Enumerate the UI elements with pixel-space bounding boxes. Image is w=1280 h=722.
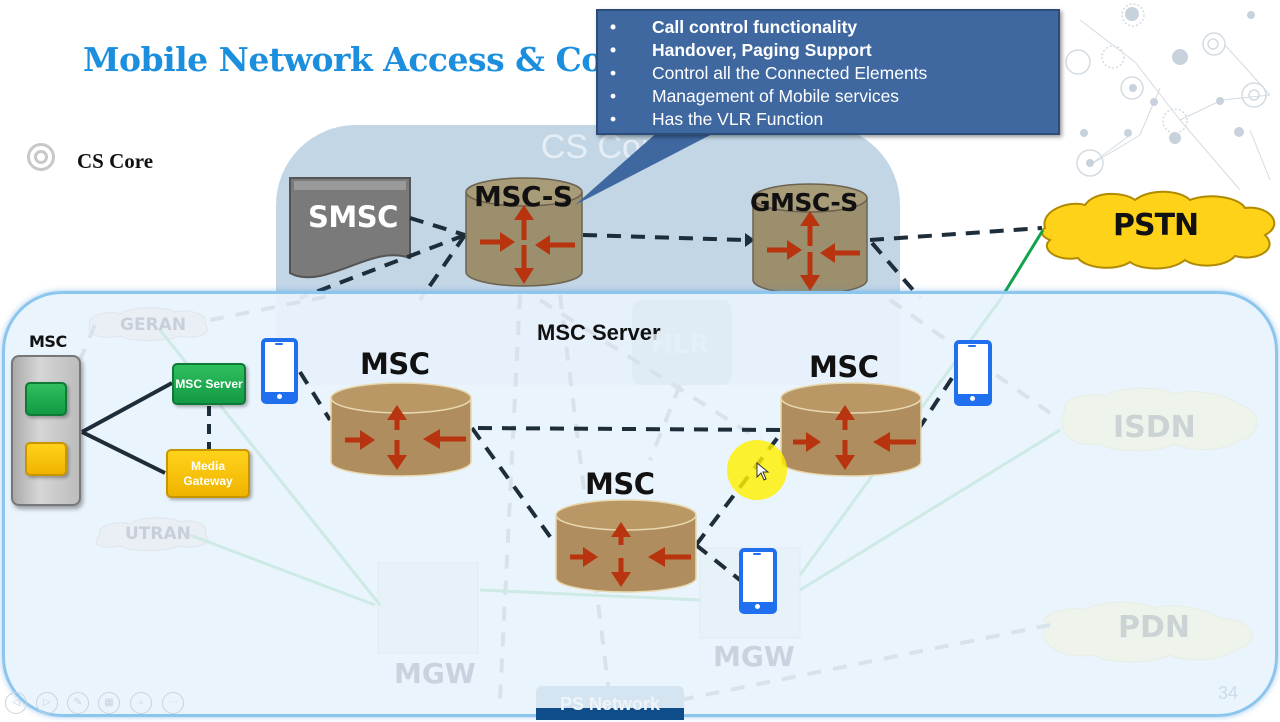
- hlr-label: HLR: [651, 330, 710, 360]
- link-smsc-msc-s: [409, 216, 466, 237]
- gmsc-s-label: GMSC-S: [750, 188, 858, 217]
- gmsc-s-cylinder-icon: [752, 183, 868, 295]
- callout-item: •Management of Mobile services: [610, 86, 900, 106]
- isdn-cloud-icon: [1061, 387, 1258, 452]
- link-rack-media-gateway: [81, 430, 166, 475]
- link-msc-left-msc-right: [477, 426, 783, 432]
- rack-green-slot: [25, 382, 67, 416]
- link-rack-msc-server: [81, 381, 173, 434]
- smsc-label: SMSC: [308, 200, 398, 234]
- link-msc-s-gmsc-s: [582, 233, 746, 242]
- more-options-button[interactable]: ⋯: [162, 692, 184, 714]
- pdn-cloud-icon: [1042, 601, 1253, 663]
- msc-rack-icon: [11, 355, 81, 506]
- msc-s-label: MSC-S: [474, 180, 573, 213]
- msc-left-cylinder-icon: [330, 382, 472, 477]
- geran-cloud-icon: [88, 307, 208, 341]
- link-phone-left-msc: [298, 370, 332, 422]
- callout-item: •Control all the Connected Elements: [610, 63, 928, 83]
- callout-item: •Has the VLR Function: [610, 109, 824, 129]
- ps-network-button[interactable]: PS Network: [536, 686, 684, 720]
- msc-right-label: MSC: [809, 350, 879, 384]
- link-msc-bottom-phone: [694, 543, 742, 582]
- callout-item: •Call control functionality: [610, 17, 858, 37]
- link-gmsc-s-pstn: [869, 226, 1043, 242]
- msc-bottom-label: MSC: [585, 467, 655, 501]
- isdn-label: ISDN: [1113, 410, 1196, 445]
- pstn-label: PSTN: [1113, 208, 1199, 243]
- callout-list: •Call control functionality •Handover, P…: [598, 11, 1058, 131]
- link-pstn-green: [998, 229, 1045, 301]
- rack-yellow-slot: [25, 442, 67, 476]
- link-msc-right-phone: [916, 373, 956, 432]
- bullet-text: CS Core: [77, 149, 154, 173]
- smsc-icon: [289, 177, 411, 279]
- msc-server-box: MSC Server: [172, 363, 246, 405]
- mobile-phone-icon: [261, 338, 298, 404]
- link-msc-left-msc-bottom: [470, 426, 558, 547]
- slide-page-number: 34: [1218, 683, 1239, 703]
- next-slide-button[interactable]: ▷: [36, 692, 58, 714]
- link-msc-s-left: [299, 233, 466, 300]
- zoom-button[interactable]: ⌕: [130, 692, 152, 714]
- mobile-phone-icon: [954, 340, 992, 406]
- bullet-circle-icon: [27, 143, 55, 171]
- msc-rack-label: MSC: [29, 332, 67, 351]
- msc-right-cylinder-icon: [780, 382, 922, 477]
- faded-background-elements: [88, 300, 1258, 663]
- mgw-left-label: MGW: [394, 657, 476, 690]
- mobile-phone-icon: [739, 548, 777, 614]
- mouse-cursor-icon: [756, 462, 770, 481]
- mgw-right-label: MGW: [713, 640, 795, 673]
- utran-label: UTRAN: [125, 524, 191, 544]
- mgw-left-icon: [377, 562, 479, 654]
- msc-server-panel-title: MSC Server: [537, 320, 661, 345]
- geran-label: GERAN: [120, 315, 187, 335]
- pen-tool-button[interactable]: ✎: [67, 692, 89, 714]
- callout-pointer: [575, 130, 720, 205]
- link-msc-s-down: [418, 233, 467, 302]
- hlr-icon: [632, 300, 732, 385]
- media-gateway-box: Media Gateway: [166, 449, 250, 498]
- pstn-cloud-icon: [1040, 190, 1276, 270]
- callout-item: •Handover, Paging Support: [610, 40, 872, 60]
- utran-cloud-icon: [95, 517, 208, 551]
- see-all-slides-button[interactable]: ▦: [98, 692, 120, 714]
- msc-s-cylinder-icon: [465, 177, 583, 287]
- link-gmsc-s-down: [870, 241, 922, 300]
- msc-left-label: MSC: [360, 347, 430, 381]
- previous-slide-button[interactable]: ◁: [5, 692, 27, 714]
- msc-s-callout: •Call control functionality •Handover, P…: [596, 9, 1060, 135]
- pdn-label: PDN: [1118, 610, 1190, 645]
- msc-bottom-cylinder-icon: [555, 499, 697, 593]
